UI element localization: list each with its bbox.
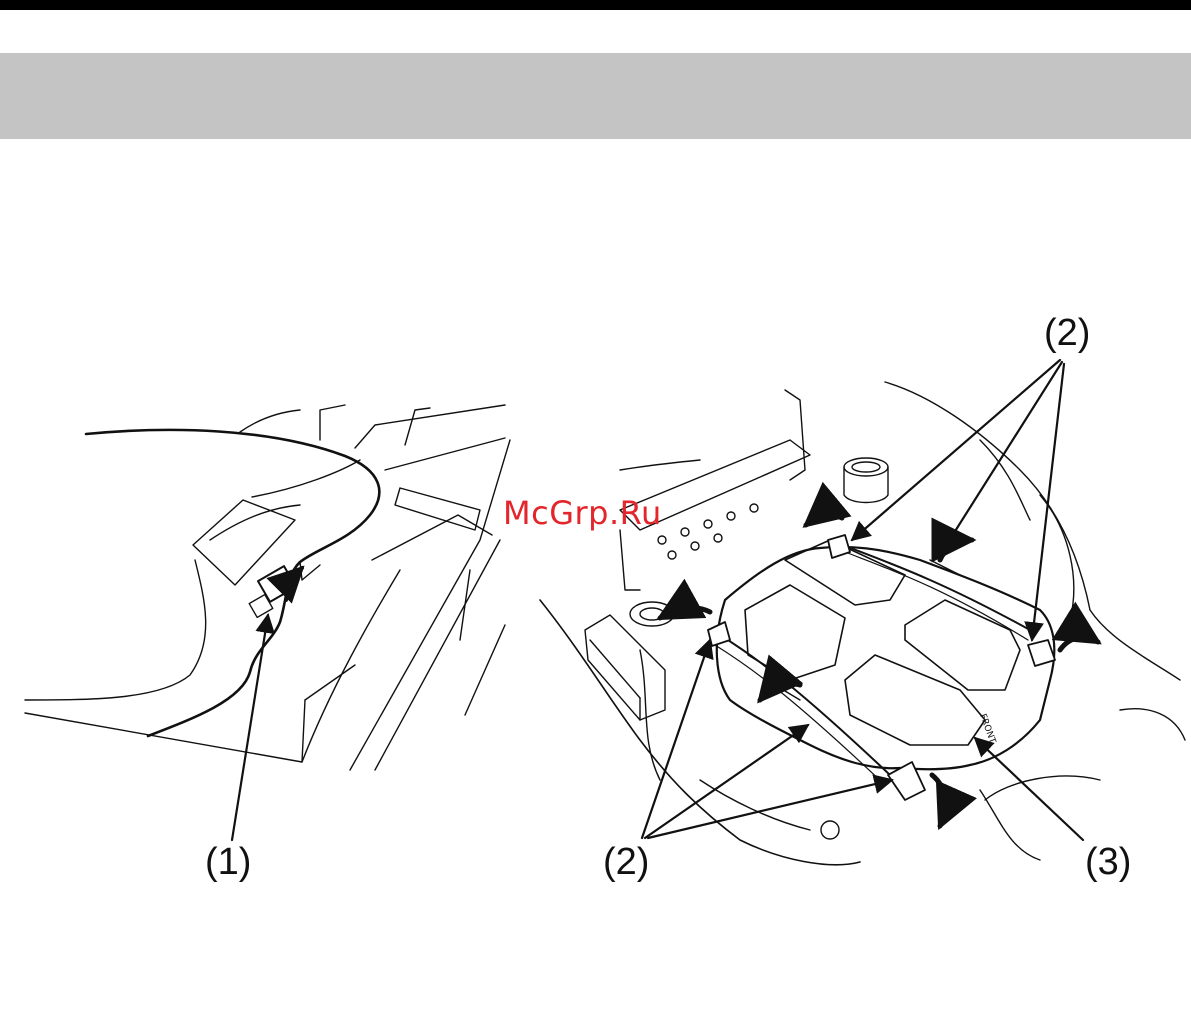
terminal-strip xyxy=(658,504,758,559)
callout-2-top: (2) xyxy=(1044,314,1090,352)
left-figure-seat xyxy=(25,405,510,840)
right-figure-battery: FRONT xyxy=(540,360,1185,865)
callout-1: (1) xyxy=(205,843,251,881)
watermark-text: McGrp.Ru xyxy=(503,494,662,532)
callout-3: (3) xyxy=(1085,843,1131,881)
callout-2-bottom: (2) xyxy=(603,843,649,881)
